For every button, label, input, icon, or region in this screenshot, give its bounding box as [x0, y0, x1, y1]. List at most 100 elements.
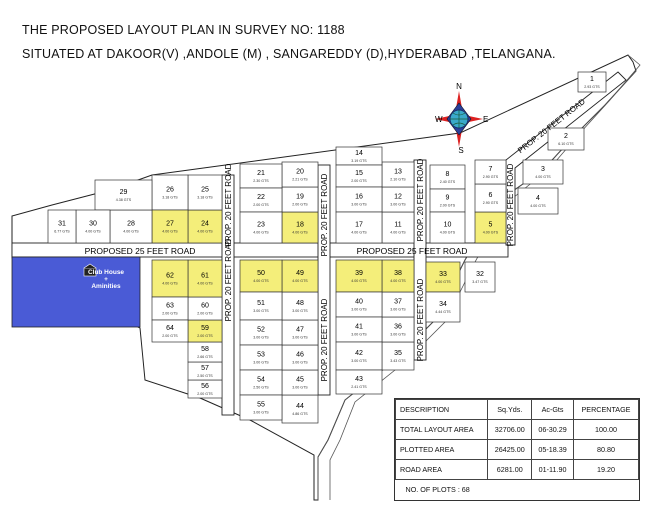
plot-number: 15 [355, 170, 363, 177]
row-description: PLOTTED AREA [394, 439, 489, 460]
plot-number: 39 [355, 270, 363, 277]
plot-area: 2.93 GTS [584, 85, 600, 89]
row-sqyds: 32706.00 [487, 419, 533, 440]
club-house-label-line1: Club House [88, 269, 124, 276]
road-label-vertical-right: PROP. 20 FEET ROAD [416, 158, 425, 241]
plot-number: 52 [257, 327, 265, 334]
plot-number: 31 [58, 221, 66, 228]
plot-number: 56 [201, 383, 209, 390]
plot-area: 3.00 GTS [253, 309, 269, 313]
plot-number: 25 [201, 187, 209, 194]
plot-45: 453.00 GTS [281, 369, 319, 396]
plot-number: 50 [257, 270, 265, 277]
plot-51: 513.00 GTS [239, 291, 283, 321]
plot-16: 163.00 GTS [335, 186, 383, 213]
plot-boundary [239, 369, 283, 396]
plot-boundary [474, 159, 507, 185]
plot-number: 63 [166, 303, 174, 310]
plot-number: 11 [394, 222, 401, 229]
plot-area: 2.90 GTS [483, 175, 499, 179]
plot-24: 244.00 GTS [187, 209, 223, 244]
plot-57: 572.50 GTS [187, 361, 223, 381]
plot-boundary [335, 369, 383, 395]
plot-area: 3.00 GTS [253, 361, 269, 365]
plot-boundary [151, 209, 189, 244]
plot-number: 8 [446, 171, 450, 178]
plot-area: 3.00 GTS [351, 308, 367, 312]
plot-boundary [239, 344, 283, 371]
plot-number: 61 [201, 273, 209, 280]
plot-number: 43 [355, 376, 363, 383]
plot-area: 4.00 GTS [390, 279, 406, 283]
plot-area: 3.00 GTS [390, 308, 406, 312]
plot-boundary [281, 161, 319, 188]
plot-48: 483.00 GTS [281, 291, 319, 321]
plot-boundary [429, 164, 466, 190]
plot-area: 4.38 GTS [116, 198, 132, 202]
plot-number: 21 [257, 170, 265, 177]
plot-area: 2.90 GTS [483, 201, 499, 205]
plot-boundary [381, 186, 415, 213]
plot-boundary [151, 319, 189, 343]
road-label-vertical-left-2: PROP. 20 FEET ROAD [224, 163, 233, 246]
plot-number: 49 [296, 270, 304, 277]
plot-2: 26.10 GTS [547, 127, 585, 151]
plot-10: 104.00 GTS [429, 211, 466, 244]
compass-east-label: E [483, 115, 488, 124]
plot-area: 4.00 GTS [292, 231, 308, 235]
plot-number: 35 [394, 350, 402, 357]
plot-area: 4.00 GTS [123, 230, 139, 234]
plan-location: SITUATED AT DAKOOR(V) ,ANDOLE (M) , SANG… [22, 47, 556, 61]
plot-area: 4.00 GTS [535, 175, 551, 179]
plot-number: 41 [355, 324, 363, 331]
row-acgts: 06-30.29 [531, 419, 574, 440]
compass-west-label: W [435, 115, 443, 124]
plot-boundary [281, 259, 319, 293]
plot-number: 4 [536, 195, 540, 202]
plot-number: 18 [296, 222, 304, 229]
plot-number: 23 [257, 222, 265, 229]
plot-1: 12.93 GTS [577, 71, 607, 93]
plot-boundary [239, 259, 283, 293]
plot-38: 384.00 GTS [381, 259, 415, 293]
plot-area: 2.00 GTS [440, 204, 456, 208]
table-row: ROAD AREA 6281.00 01-11.90 19.20 [394, 459, 640, 480]
plot-boundary [335, 341, 383, 371]
plot-number: 32 [476, 271, 484, 278]
plot-area: 2.00 GTS [162, 312, 178, 316]
plot-52: 523.00 GTS [239, 319, 283, 346]
plot-40: 403.00 GTS [335, 291, 383, 318]
plot-20: 202.21 GTS [281, 161, 319, 188]
plot-area: 3.00 GTS [292, 361, 308, 365]
plot-number: 60 [201, 303, 209, 310]
plot-25: 253.18 GTS [187, 174, 223, 211]
plot-number: 62 [166, 273, 174, 280]
plot-55: 553.00 GTS [239, 394, 283, 421]
road-label-horizontal-right: PROPOSED 25 FEET ROAD [357, 246, 468, 256]
plot-boundary [335, 211, 383, 244]
row-percentage: 100.00 [572, 419, 640, 440]
plot-number: 20 [296, 169, 304, 176]
plot-number: 6 [489, 192, 493, 199]
plot-area: 3.00 GTS [292, 309, 308, 313]
plot-34: 344.44 GTS [425, 291, 461, 323]
plot-area: 2.50 GTS [197, 374, 213, 378]
plot-count: NO. OF PLOTS : 68 [405, 485, 470, 494]
plot-area: 2.50 GTS [253, 386, 269, 390]
plot-area: 3.00 GTS [351, 359, 367, 363]
plot-18: 18 4.00 GTS [281, 211, 319, 244]
plot-boundary [429, 211, 466, 244]
plot-area: 2.00 GTS [292, 203, 308, 207]
plot-5: 54.00 GTS [474, 211, 507, 244]
plot-42: 423.00 GTS [335, 341, 383, 371]
plot-boundary [281, 211, 319, 244]
plot-area: 3.00 GTS [390, 203, 406, 207]
row-description: ROAD AREA [394, 459, 489, 480]
plot-36: 363.00 GTS [381, 316, 415, 343]
plot-area: 4.86 GTS [292, 412, 308, 416]
plot-boundary [577, 71, 607, 93]
plot-number: 14 [355, 150, 363, 157]
plot-58: 582.66 GTS [187, 341, 223, 363]
plot-boundary [239, 319, 283, 346]
